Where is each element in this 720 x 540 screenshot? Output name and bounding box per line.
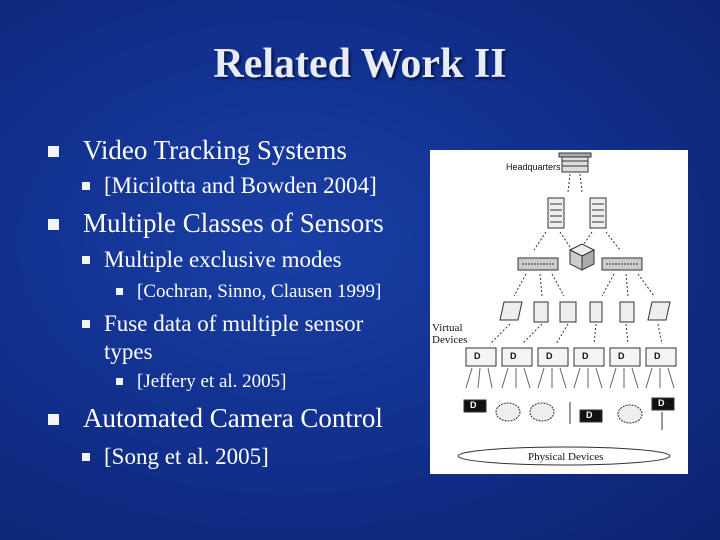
- sensor-network-diagram: Headquarters Virtual Devices Physical De…: [430, 150, 688, 474]
- physical-devices-label: Physical Devices: [528, 451, 604, 463]
- virtual-devices-line: Virtual: [432, 322, 463, 334]
- bullet-text: Fuse data of multiple sensor types: [104, 310, 363, 366]
- diagram-graphic: [457, 152, 677, 466]
- bullet-exclusive-modes: Multiple exclusive modes: [82, 246, 342, 274]
- physical-device-icon: [579, 409, 603, 423]
- bullet-text: Multiple Classes of Sensors: [83, 208, 384, 238]
- virtual-device-fanout: [465, 367, 675, 389]
- square-bullet-icon: [116, 288, 123, 295]
- square-bullet-icon: [82, 182, 90, 190]
- laptop-icon: [647, 301, 671, 321]
- pda-icon: [589, 301, 603, 323]
- bullet-cochran: [Cochran, Sinno, Clausen 1999]: [116, 280, 381, 304]
- device-letter: D: [586, 410, 593, 420]
- device-letter: D: [474, 351, 481, 361]
- bullet-text-line: Fuse data of multiple sensor: [104, 311, 364, 336]
- device-letter: D: [658, 398, 665, 408]
- sensor-cloud-icon: [495, 402, 521, 422]
- bullet-text: Multiple exclusive modes: [104, 247, 342, 272]
- square-bullet-icon: [116, 378, 123, 385]
- laptop-icon: [499, 301, 523, 321]
- bullet-multiple-classes: Multiple Classes of Sensors: [48, 207, 384, 239]
- network-switch-icon: [601, 257, 643, 271]
- bullet-video-tracking: Video Tracking Systems: [48, 134, 347, 166]
- arrows-hq-to-servers: [567, 173, 583, 193]
- bullet-text: Video Tracking Systems: [83, 135, 347, 165]
- physical-device-icon: [651, 397, 675, 411]
- server-tower-icon: [589, 197, 607, 229]
- bullet-automated-camera: Automated Camera Control: [48, 402, 383, 434]
- physical-device-icon: [463, 399, 487, 413]
- bullet-song: [Song et al. 2005]: [82, 443, 269, 471]
- virtual-device-icon: [573, 347, 605, 367]
- device-letter: D: [470, 400, 477, 410]
- headquarters-building-icon: [558, 152, 592, 173]
- bullet-text: [Micilotta and Bowden 2004]: [104, 173, 377, 198]
- arrows-hubs-to-gateways: [513, 273, 655, 297]
- virtual-device-row: [465, 347, 677, 367]
- virtual-device-icon: [645, 347, 677, 367]
- bullet-text: Automated Camera Control: [83, 403, 383, 433]
- virtual-device-icon: [537, 347, 569, 367]
- square-bullet-icon: [82, 256, 90, 264]
- bullet-text-line: types: [104, 339, 153, 364]
- virtual-devices-label: Virtual Devices: [432, 322, 467, 346]
- physical-devices-ellipse: [457, 446, 671, 466]
- pda-icon: [559, 301, 577, 323]
- device-letter: D: [618, 351, 625, 361]
- virtual-device-icon: [501, 347, 533, 367]
- square-bullet-icon: [48, 219, 59, 230]
- device-letter: D: [510, 351, 517, 361]
- square-bullet-icon: [48, 414, 59, 425]
- device-letter: D: [654, 351, 661, 361]
- square-bullet-icon: [48, 146, 59, 157]
- virtual-devices-line: Devices: [432, 334, 468, 346]
- arrows-gateways-to-virtual: [489, 323, 663, 345]
- bullet-fuse-data: Fuse data of multiple sensor types: [82, 310, 363, 366]
- square-bullet-icon: [82, 453, 90, 461]
- hub-cube-icon: [568, 243, 596, 271]
- physical-device-row: [463, 397, 675, 430]
- bullet-micilotta: [Micilotta and Bowden 2004]: [82, 172, 377, 200]
- sensor-cloud-icon: [529, 402, 555, 422]
- device-letter: D: [546, 351, 553, 361]
- virtual-device-icon: [609, 347, 641, 367]
- server-tower-icon: [547, 197, 565, 229]
- pda-icon: [619, 301, 635, 323]
- slide-title: Related Work II: [213, 41, 507, 87]
- headquarters-label: Headquarters: [506, 162, 561, 172]
- bullet-text: [Cochran, Sinno, Clausen 1999]: [137, 281, 382, 302]
- bullet-jeffery: [Jeffery et al. 2005]: [116, 370, 286, 394]
- pda-icon: [533, 301, 549, 323]
- network-switch-icon: [517, 257, 559, 271]
- bullet-text: [Song et al. 2005]: [104, 444, 269, 469]
- device-letter: D: [582, 351, 589, 361]
- sensor-cloud-icon: [617, 404, 643, 424]
- virtual-device-icon: [465, 347, 497, 367]
- square-bullet-icon: [82, 320, 90, 328]
- bullet-text: [Jeffery et al. 2005]: [137, 371, 287, 392]
